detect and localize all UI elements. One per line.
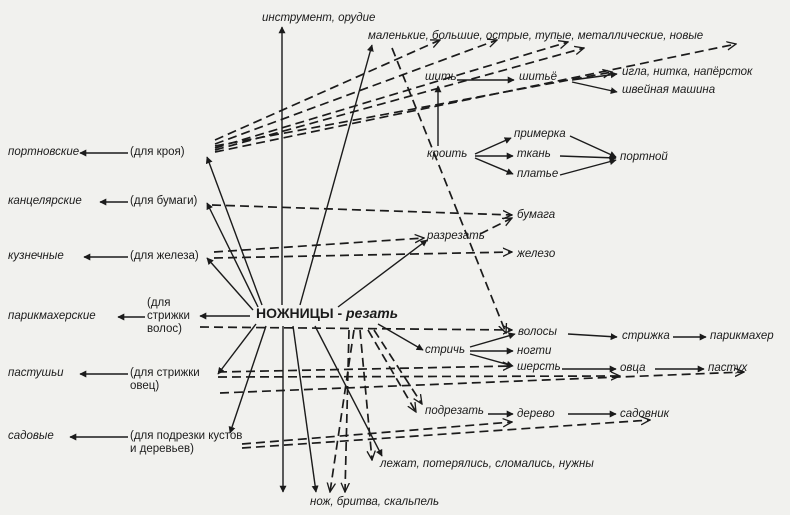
dash-ovets-ovtsa [217, 376, 620, 377]
dash-podrezki-derevo [241, 422, 512, 445]
label-derevo: дерево [517, 408, 555, 420]
label-lezhat: лежат, потерялись, сломались, нужны [380, 458, 594, 470]
arrow-kroit-platye [474, 157, 514, 175]
dash-kroya-adj-2 [214, 40, 497, 145]
arrow-tkan-portnoi [559, 154, 617, 162]
label-shitye: шитьё [519, 71, 557, 83]
label-igla: игла, нитка, напёрсток [622, 66, 753, 78]
label-instrument: инструмент, орудие [262, 12, 376, 24]
dash-kroya-shitye [214, 72, 612, 147]
dash-center-nozh-2 [345, 329, 349, 492]
label-pastukh: пастух [708, 362, 748, 374]
label-portnoi: портной [620, 151, 668, 163]
label-sherst: шерсть [517, 361, 561, 373]
label-dlya-kroya: (для кроя) [130, 146, 185, 158]
label-kroit: кроить [427, 148, 468, 160]
arrow-shitye-shveinaya [571, 81, 618, 95]
dash-center-podrezat-2 [373, 329, 422, 404]
arrow-strich-sherst [469, 353, 514, 368]
dash-kroya-adj-4 [214, 44, 736, 153]
label-sadovye: садовые [8, 430, 54, 442]
dash-zheleza-razrezat [213, 238, 424, 253]
label-bumaga: бумага [517, 209, 556, 221]
label-strizhka: стрижка [622, 330, 670, 342]
arrow-center-zheleza [206, 257, 254, 311]
label-nozh: нож, бритва, скальпель [310, 496, 440, 508]
arrow-center-ovets [217, 323, 257, 375]
label-strich: стричь [425, 344, 465, 356]
label-primerka: примерка [514, 128, 566, 140]
central-concept: НОЖНИЦЫ - резать [256, 305, 399, 321]
arrow-strich-volosy [469, 332, 516, 348]
label-parikmakher: парикмахер [710, 330, 774, 342]
label-nogti: ногти [517, 345, 552, 357]
arrow-center-razrezat [337, 239, 428, 308]
dash-ovets-pastukh [219, 372, 744, 394]
label-dlya-bumagi: (для бумаги) [130, 195, 198, 207]
label-sadovnik: садовник [620, 408, 670, 420]
label-podrezat: подрезать [425, 405, 484, 417]
label-platye: платье [517, 168, 559, 180]
arrow-center-adjectives [299, 44, 374, 306]
label-adjectives: маленькие, большие, острые, тупые, метал… [368, 30, 704, 42]
dash-center-nozh-1 [330, 329, 355, 492]
label-dlya-zheleza: (для железа) [130, 250, 199, 262]
label-shit: шить [425, 71, 457, 83]
dash-kroya-igla [214, 48, 584, 151]
label-zhelezo: железо [517, 248, 556, 260]
arrow-center-bumagi [206, 202, 259, 308]
label-parikmakherskie: парикмахерские [8, 310, 96, 322]
arrow-platye-portnoi [559, 158, 617, 176]
label-kuznechnye: кузнечные [8, 250, 64, 262]
label-volosy: волосы [518, 326, 557, 338]
dash-podrezki-sadovnik [241, 420, 650, 449]
dash-ovets-sherst [217, 366, 512, 373]
arrow-center-nozh-2 [292, 325, 319, 493]
label-shveinaya: швейная машина [622, 84, 716, 96]
label-razrezat: разрезать [427, 230, 485, 242]
dash-zheleza-zhelezo [213, 252, 512, 259]
central-verb: резать [346, 305, 399, 321]
arrow-center-podrezki [228, 325, 267, 434]
arrow-primerka-portnoi [569, 135, 617, 158]
central-separator: - [333, 305, 347, 321]
dash-razrezat-bumaga [479, 217, 512, 235]
dash-kroya-adj-3 [214, 42, 568, 149]
label-pastushyi: пастушьи [8, 367, 64, 379]
dash-bumagi-bumaga [211, 204, 512, 215]
arrow-center-kroya [205, 156, 263, 306]
label-tkan: ткань [517, 148, 551, 160]
dash-center-lezhat [359, 329, 372, 460]
label-dlya-strizhki-volos: (для стрижки волос) [147, 297, 190, 335]
arrow-kroit-primerka [474, 137, 512, 155]
label-portnovskie: портновские [8, 146, 80, 158]
label-ovtsa: овца [620, 362, 646, 374]
dash-center-podrezat-1 [367, 329, 416, 412]
label-dlya-podrezki: (для подрезки кустов и деревьев) [130, 430, 243, 455]
central-noun: НОЖНИЦЫ [256, 305, 334, 321]
label-dlya-strizhki-ovets: (для стрижки овец) [130, 367, 200, 392]
dash-adj-volosy [391, 47, 506, 333]
arrow-volosy-strizhka [567, 333, 618, 341]
dash-volos-volosy [199, 327, 512, 330]
label-kantselyarskie: канцелярские [8, 195, 82, 207]
